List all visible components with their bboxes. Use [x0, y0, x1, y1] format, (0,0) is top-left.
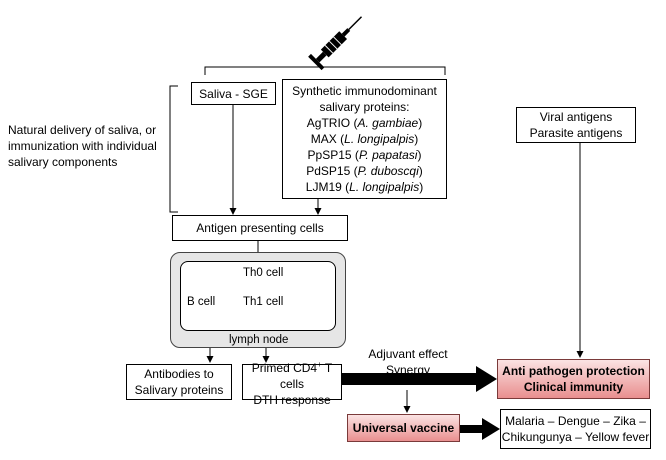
- adjuvant-line-2: Synergy: [385, 363, 431, 377]
- primed-line-1: Primed CD4+ T cells: [251, 359, 333, 391]
- protection-box: Anti pathogen protection Clinical immuni…: [497, 359, 650, 399]
- primed-line-2: DTH response: [253, 392, 331, 407]
- antibodies-box: Antibodies to Salivary proteins: [126, 364, 232, 400]
- diseases-box: Malaria – Dengue – Zika – Chikungunya – …: [500, 409, 651, 449]
- saliva-sge-label: Saliva - SGE: [199, 86, 268, 101]
- apc-box: Antigen presenting cells: [172, 215, 348, 241]
- natural-delivery-text: Natural delivery of saliva, or immunizat…: [8, 122, 170, 170]
- adjuvant-text: Adjuvant effect Synergy: [362, 346, 454, 378]
- apc-label: Antigen presenting cells: [196, 221, 324, 235]
- diseases-line-1: Malaria – Dengue – Zika –: [505, 414, 646, 428]
- b-cell-label: B cell: [187, 296, 216, 308]
- diseases-line-2: Chikungunya – Yellow fever: [501, 430, 650, 444]
- syringe-icon: [308, 16, 363, 71]
- th1-cell-label: Th1 cell: [243, 296, 284, 308]
- primed-cd4-box: Primed CD4+ T cells DTH response: [242, 360, 342, 407]
- saliva-sge-box: Saliva - SGE: [191, 82, 276, 105]
- protein-item: LJM19 (L. longipalpis): [305, 180, 424, 194]
- antigens-line-2: Parasite antigens: [529, 126, 623, 140]
- antigens-box: Viral antigens Parasite antigens: [516, 107, 636, 143]
- protein-item: PdSP15 (P. duboscqi): [306, 164, 423, 178]
- synthetic-title-1: Synthetic immunodominant: [292, 84, 437, 98]
- natural-delivery-line-2: immunization with individual: [8, 139, 157, 153]
- protection-line-1: Anti pathogen protection: [502, 364, 645, 378]
- block-arrow-diseases: [460, 418, 500, 440]
- protein-item: MAX (L. longipalpis): [310, 132, 419, 146]
- antigens-line-1: Viral antigens: [539, 110, 613, 124]
- natural-delivery-line-3: salivary components: [8, 155, 118, 169]
- top-bracket: [204, 66, 446, 75]
- antibodies-line-2: Salivary proteins: [134, 383, 224, 397]
- universal-vaccine-box: Universal vaccine: [347, 414, 460, 442]
- synthetic-proteins-box: Synthetic immunodominant salivary protei…: [282, 79, 447, 199]
- protein-item: PpSP15 (P. papatasi): [307, 148, 422, 162]
- adjuvant-line-1: Adjuvant effect: [368, 347, 448, 361]
- lymph-node-inner: [180, 261, 336, 331]
- protein-item: AgTRIO (A. gambiae): [306, 116, 423, 130]
- left-bracket: [169, 85, 178, 213]
- antibodies-line-1: Antibodies to: [144, 367, 214, 381]
- universal-vaccine-label: Universal vaccine: [352, 421, 455, 435]
- th0-cell-label: Th0 cell: [243, 267, 284, 279]
- protection-line-2: Clinical immunity: [523, 380, 624, 394]
- synthetic-title-2: salivary proteins:: [319, 100, 410, 114]
- lymph-node-label: lymph node: [229, 334, 289, 346]
- block-arrow-protection: [342, 366, 497, 392]
- natural-delivery-line-1: Natural delivery of saliva, or: [8, 123, 157, 137]
